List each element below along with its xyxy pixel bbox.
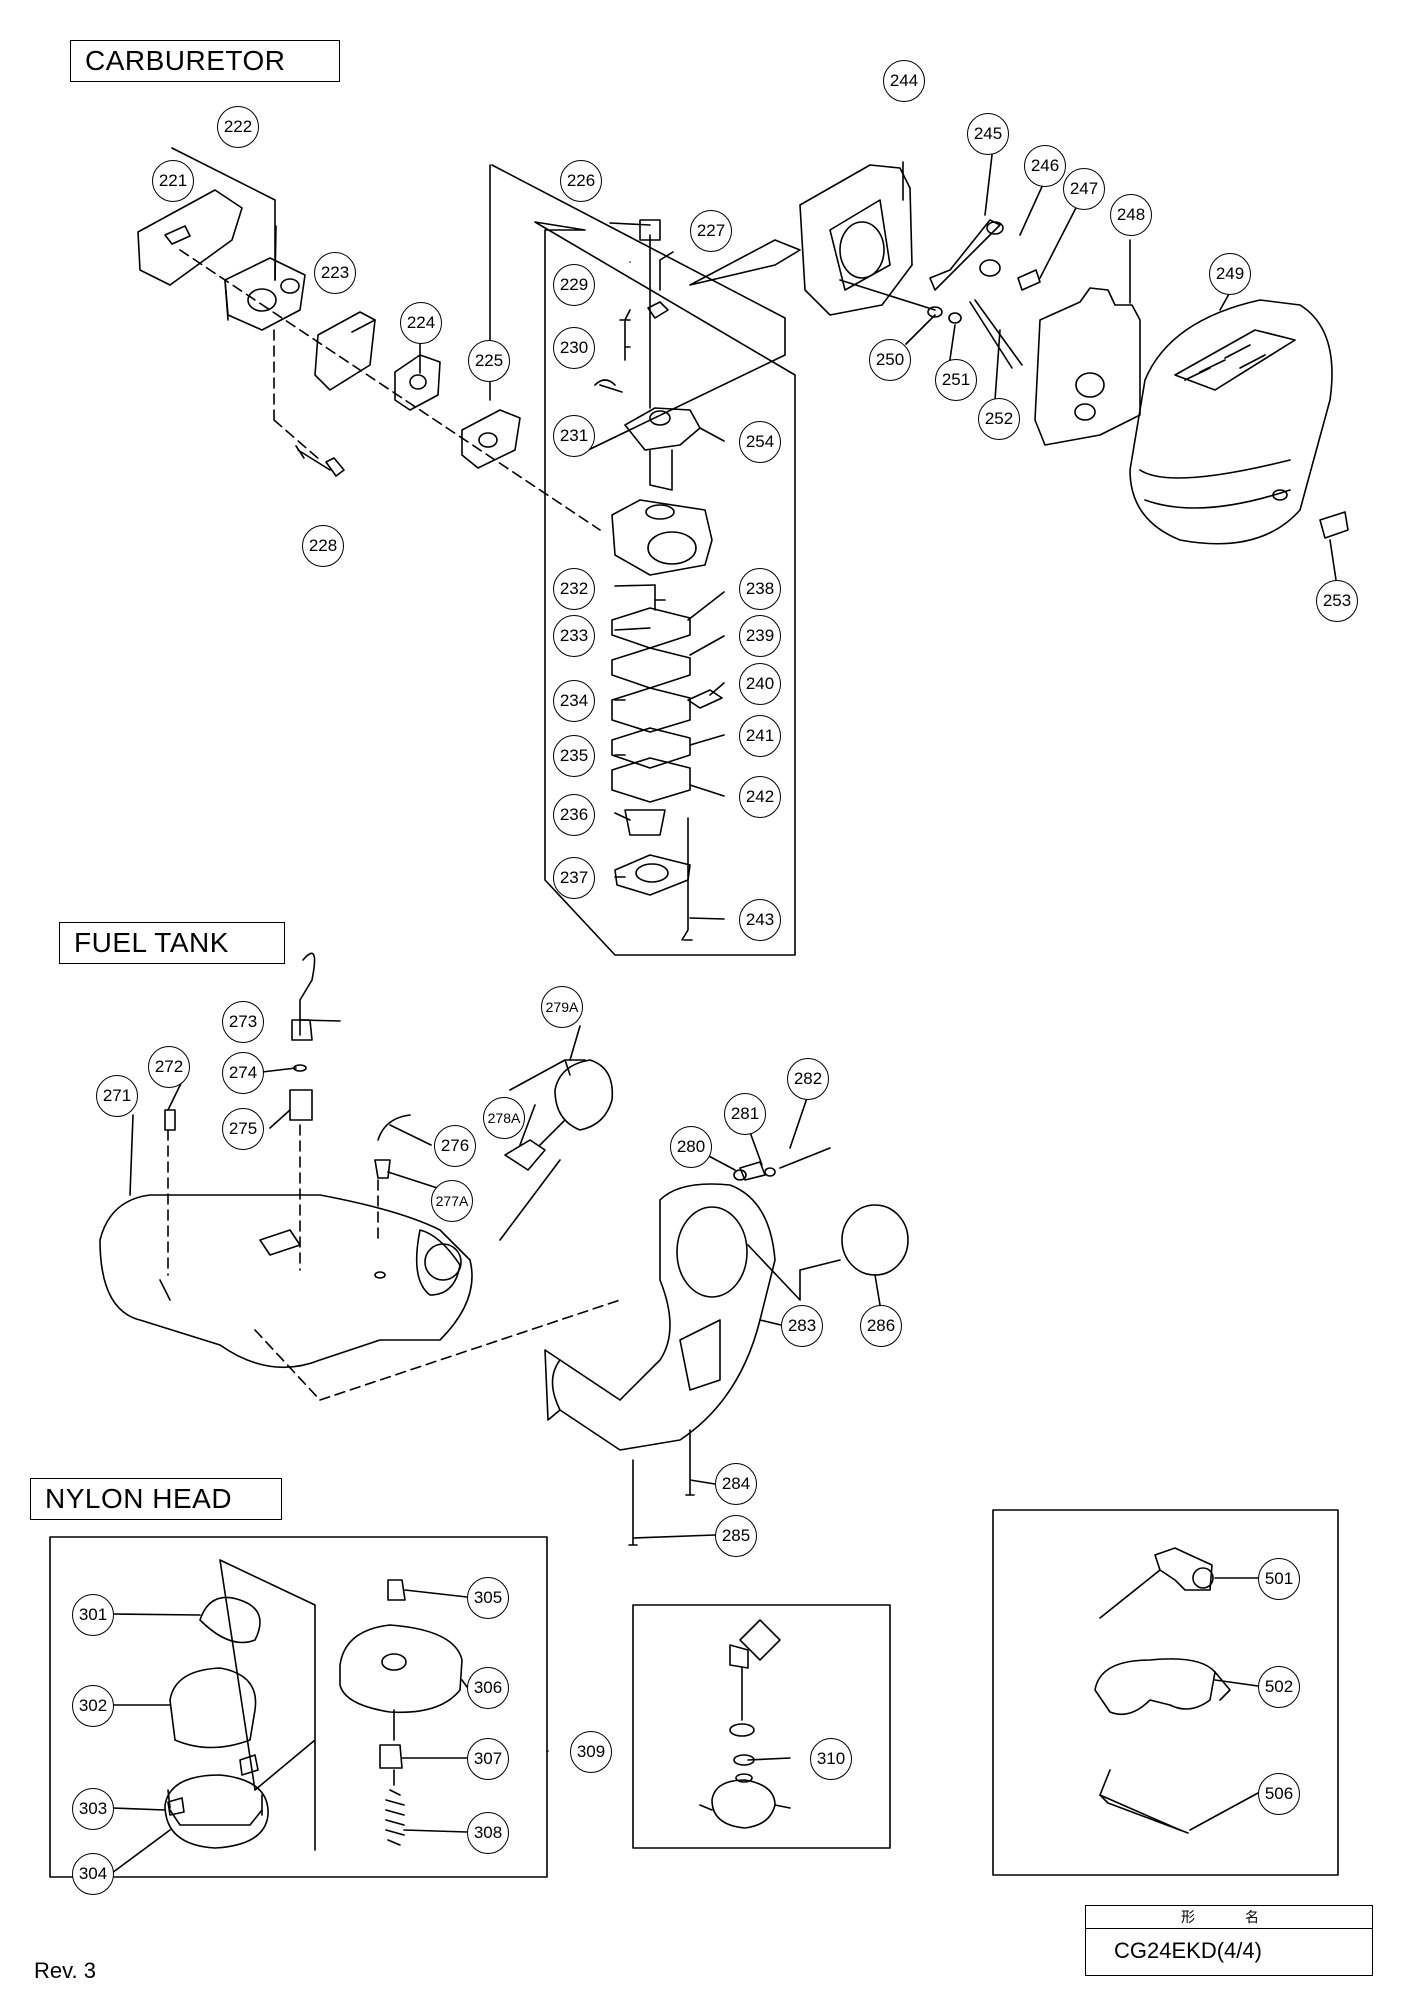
part-ref: 304 (72, 1853, 114, 1895)
part-ref: 230 (553, 327, 595, 369)
part-ref: 229 (553, 264, 595, 306)
part-ref: 310 (810, 1738, 852, 1780)
part-310-frame (632, 1604, 891, 1849)
gasket-223 (314, 311, 376, 391)
part-ref: 234 (553, 680, 595, 722)
part-ref: 236 (553, 794, 595, 836)
part-ref: 253 (1316, 580, 1358, 622)
part-ref: 242 (739, 776, 781, 818)
part-ref: 305 (467, 1577, 509, 1619)
part-ref: 232 (553, 568, 595, 610)
carburetor-body (611, 499, 713, 576)
accessories-frame (992, 1509, 1339, 1876)
part-ref: 302 (72, 1685, 114, 1727)
part-ref: 237 (553, 857, 595, 899)
part-ref: 238 (739, 568, 781, 610)
revision-label: Rev. 3 (34, 1958, 96, 1983)
part-ref: 223 (314, 252, 356, 294)
part-ref: 250 (869, 339, 911, 381)
part-ref: 247 (1063, 168, 1105, 210)
part-ref: 239 (739, 615, 781, 657)
part-ref: 285 (715, 1515, 757, 1557)
part-ref: 243 (739, 899, 781, 941)
part-ref: 235 (553, 735, 595, 777)
part-ref: 222 (217, 106, 259, 148)
part-ref: 277A (431, 1180, 473, 1222)
part-ref: 273 (222, 1001, 264, 1043)
part-ref: 284 (715, 1463, 757, 1505)
air-filter-248 (1034, 287, 1141, 446)
air-cleaner-cover (1129, 299, 1333, 545)
insulator-223 (224, 257, 306, 331)
part-ref: 224 (400, 302, 442, 344)
part-ref: 246 (1024, 145, 1066, 187)
part-ref: 272 (148, 1046, 190, 1088)
part-ref: 282 (787, 1058, 829, 1100)
part-ref: 308 (467, 1812, 509, 1854)
part-ref: 281 (724, 1093, 766, 1135)
part-ref: 271 (96, 1075, 138, 1117)
part-ref: 501 (1258, 1558, 1300, 1600)
part-ref: 252 (978, 398, 1020, 440)
section-title-nylon-head: NYLON HEAD (30, 1478, 282, 1520)
part-ref: 240 (739, 663, 781, 705)
part-ref: 248 (1110, 194, 1152, 236)
gasket-221 (137, 189, 243, 286)
part-ref: 231 (553, 415, 595, 457)
part-ref: 227 (690, 210, 732, 252)
part-ref: 283 (781, 1305, 823, 1347)
part-ref: 244 (883, 60, 925, 102)
part-ref: 275 (222, 1108, 264, 1150)
part-ref: 309 (570, 1731, 612, 1773)
part-ref: 221 (152, 160, 194, 202)
air-cleaner-case (799, 164, 913, 316)
part-ref: 280 (670, 1126, 712, 1168)
part-ref: 307 (467, 1738, 509, 1780)
part-ref: 241 (739, 715, 781, 757)
section-title-carburetor: CARBURETOR (70, 40, 340, 82)
handle-bracket-283 (551, 1183, 776, 1451)
part-ref: 233 (553, 615, 595, 657)
plate-224 (394, 354, 441, 411)
model-header: 形 名 (1086, 1906, 1372, 1929)
part-ref: 286 (860, 1305, 902, 1347)
part-ref: 279A (541, 986, 583, 1028)
model-box: 形 名 CG24EKD(4/4) (1085, 1905, 1373, 1976)
part-ref: 276 (434, 1125, 476, 1167)
part-ref: 506 (1258, 1773, 1300, 1815)
part-ref: 228 (302, 525, 344, 567)
part-ref: 303 (72, 1788, 114, 1830)
part-ref: 254 (739, 421, 781, 463)
nylon-head-frame (49, 1536, 548, 1878)
part-ref: 249 (1209, 253, 1251, 295)
gasket-225 (461, 409, 521, 469)
part-ref: 274 (222, 1052, 264, 1094)
part-ref: 251 (935, 359, 977, 401)
part-ref: 301 (72, 1594, 114, 1636)
model-name: CG24EKD(4/4) (1114, 1938, 1262, 1963)
part-286-disc (841, 1204, 909, 1276)
part-ref: 306 (467, 1667, 509, 1709)
part-ref: 502 (1258, 1666, 1300, 1708)
part-ref: 245 (967, 113, 1009, 155)
section-title-fuel-tank: FUEL TANK (59, 922, 285, 964)
part-ref: 226 (560, 160, 602, 202)
part-ref: 225 (468, 340, 510, 382)
fuel-tank-body (99, 1194, 473, 1369)
bolt-228 (295, 445, 345, 477)
part-ref: 278A (483, 1097, 525, 1139)
